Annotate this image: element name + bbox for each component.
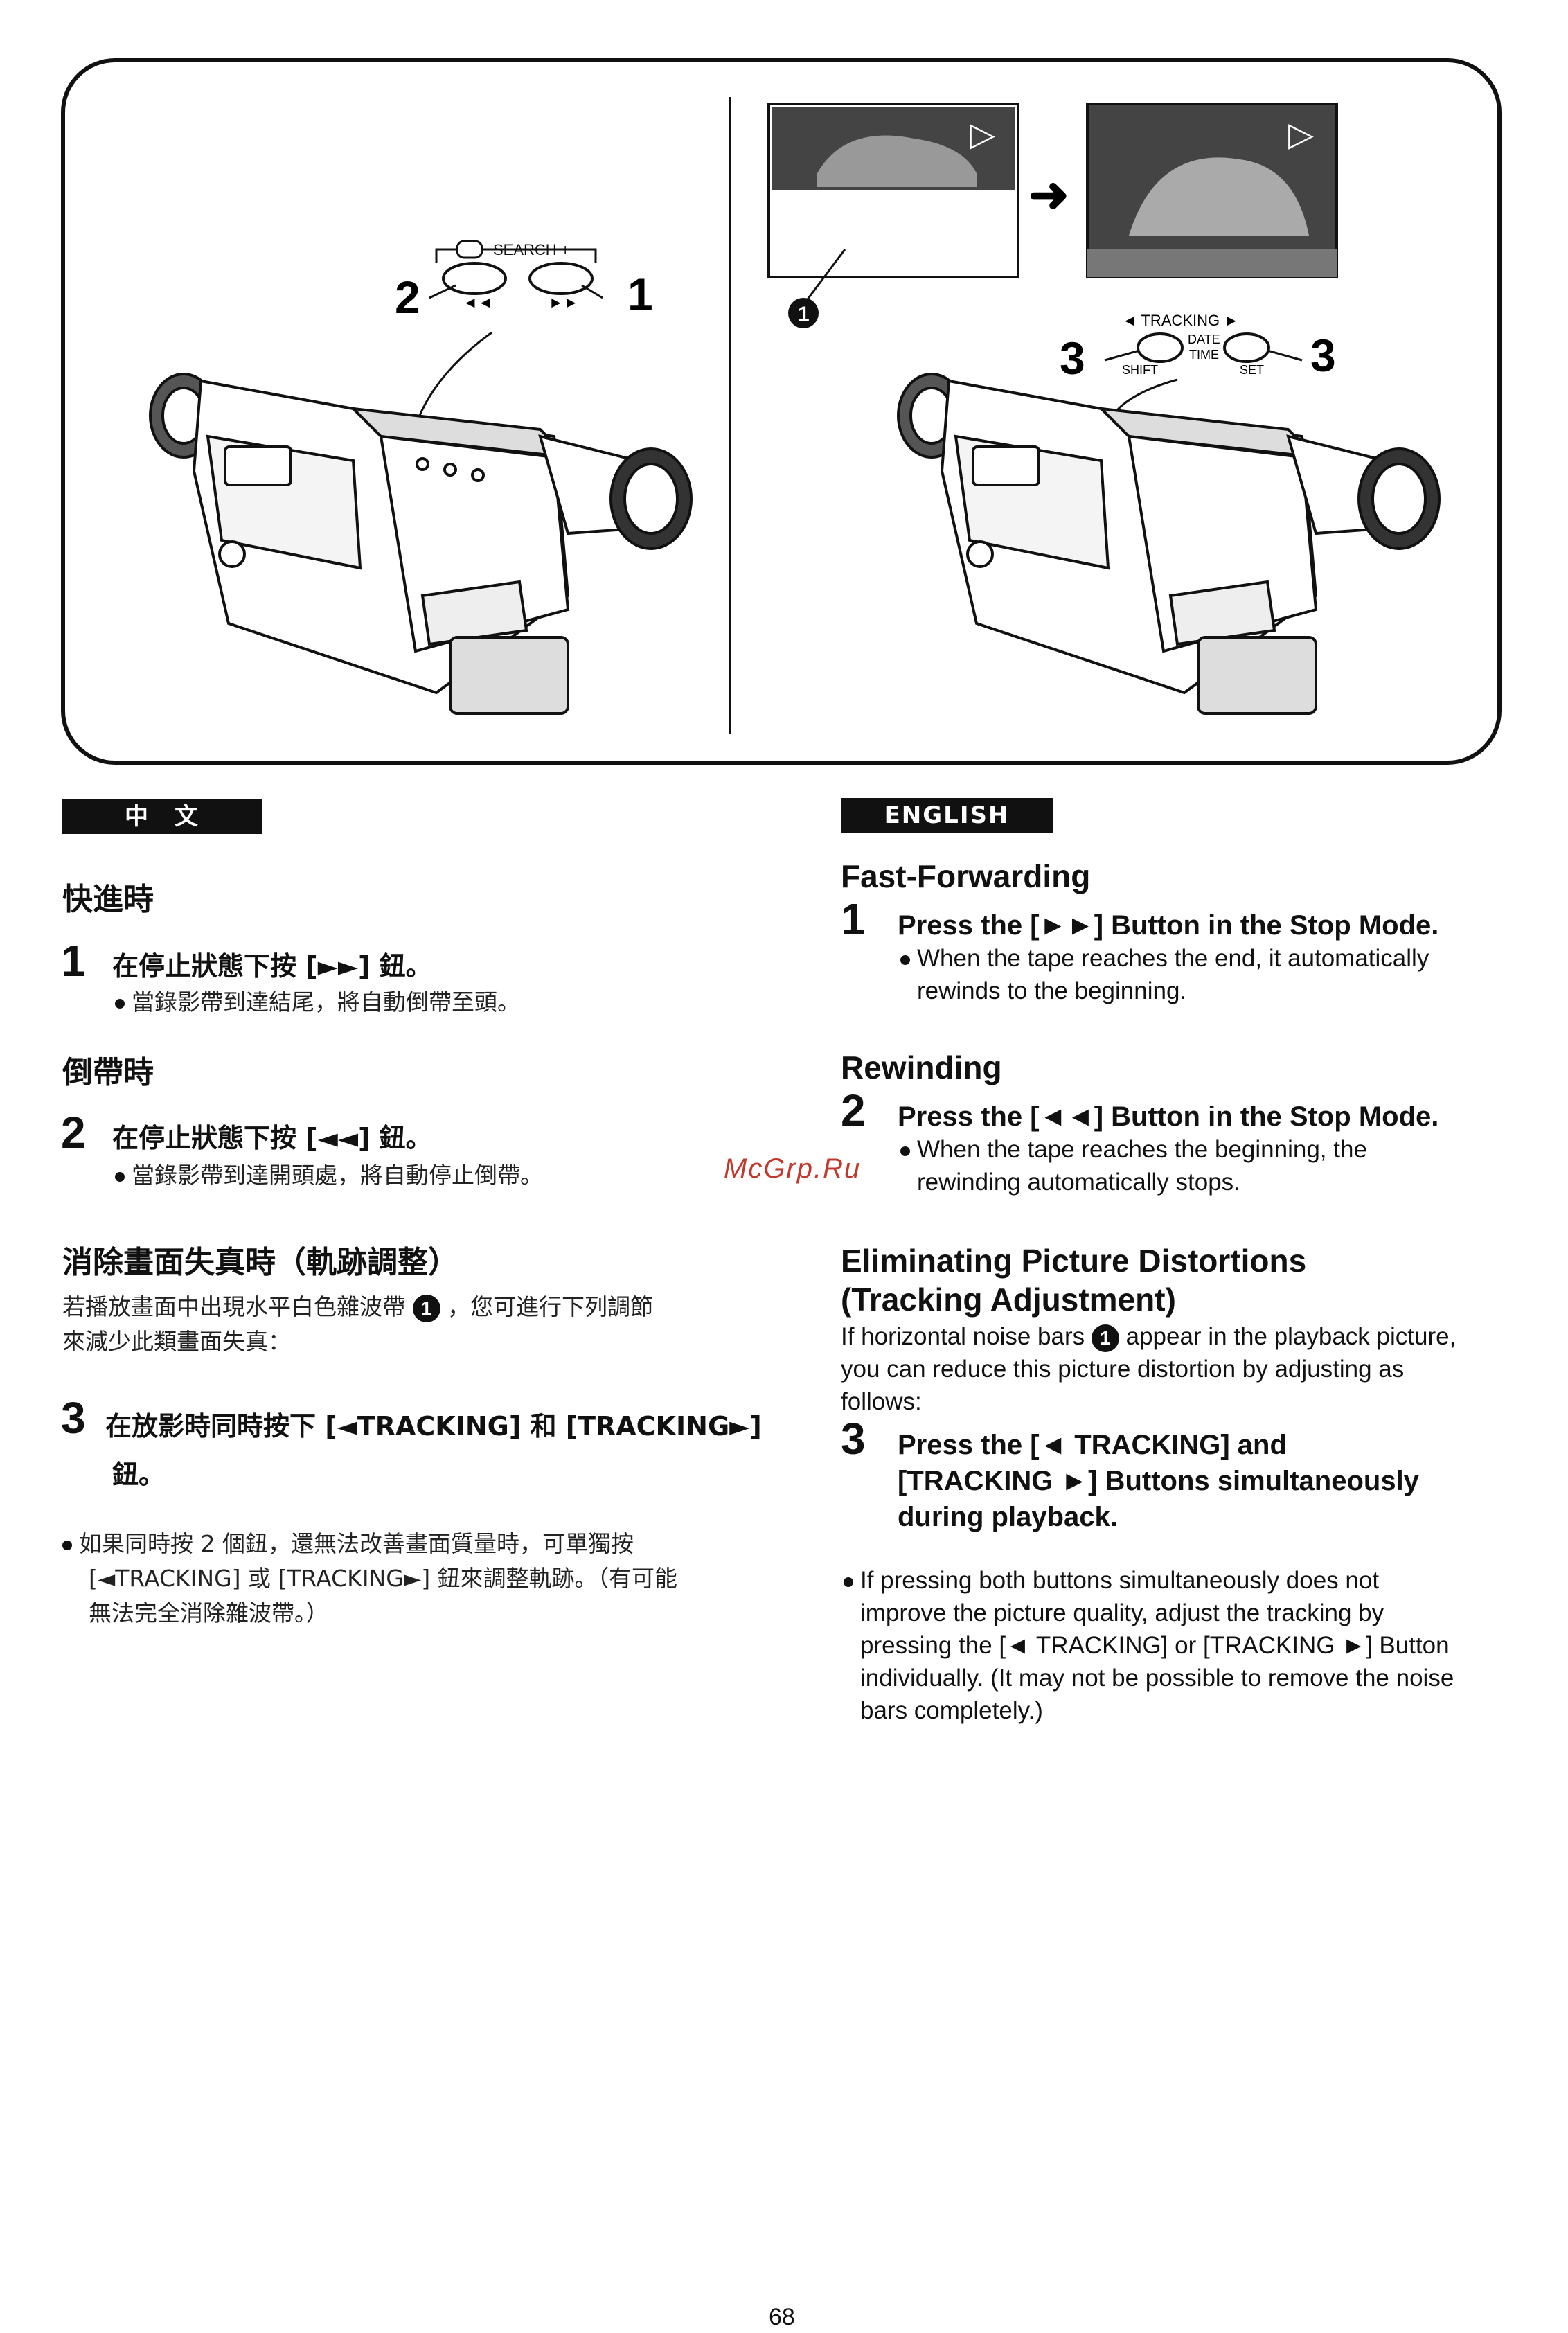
callout-1: 1 (627, 269, 653, 320)
camcorder-illustration-left: SEARCH + ◄◄ ►► 2 1 (149, 240, 693, 715)
zh-fast-forward-heading: 快進時 (62, 882, 154, 917)
bullet-icon (900, 1146, 910, 1156)
zh-step2-number: 2 (61, 1108, 86, 1157)
tracking-label: ◄ TRACKING ► (1122, 312, 1239, 329)
bullet-icon (844, 1577, 853, 1587)
tracking-button-group: ◄ TRACKING ► DATE TIME SHIFT SET 3 3 (1060, 312, 1336, 423)
en-step2-note: When the tape reaches the beginning, the… (900, 1133, 1367, 1198)
callout-3-left: 3 (1060, 332, 1085, 384)
camcorder-body (149, 373, 693, 715)
zh-step2-note: 當錄影帶到達開頭處，將自動停止倒帶。 (115, 1158, 543, 1193)
noise-marker-icon: 1 (412, 1294, 440, 1322)
search-label: SEARCH + (493, 241, 570, 258)
time-label: TIME (1189, 348, 1219, 362)
play-icon-corrected: ▷ (1288, 116, 1314, 153)
en-step3-text: Press the [◄ TRACKING] and [TRACKING ►] … (898, 1430, 1419, 1532)
callout-3-right: 3 (1310, 330, 1336, 381)
screen-comparison: ▷ 1 ➜ ▷ (767, 103, 1338, 328)
bullet-icon (115, 998, 125, 1009)
en-step1-text: Press the [►►] Button in the Stop Mode. (898, 910, 1439, 941)
illustration-divider (729, 97, 731, 734)
page-number: 68 (769, 2304, 795, 2330)
zh-step1-text: 在停止狀態下按 [►►] 鈕。 (112, 951, 432, 982)
shift-label: SHIFT (1122, 363, 1158, 377)
en-step3-number: 3 (841, 1414, 866, 1464)
en-step2-text: Press the [◄◄] Button in the Stop Mode. (898, 1101, 1439, 1132)
tracking-minus-button (1137, 332, 1184, 363)
en-rewind-heading: Rewinding (841, 1049, 1002, 1085)
noise-marker-number: 1 (798, 303, 810, 326)
play-icon-distorted: ▷ (970, 116, 995, 153)
zh-step2-text: 在停止狀態下按 [◄◄] 鈕。 (112, 1123, 432, 1153)
set-label: SET (1240, 363, 1264, 377)
zh-step3-text-line2: 鈕。 (112, 1460, 166, 1490)
tracking-plus-button (1223, 332, 1270, 363)
zh-tracking-note: 如果同時按 2 個鈕，還無法改善畫面質量時，可單獨按 [◄TRACKING] 或… (62, 1527, 677, 1631)
zh-step3-number: 3 (61, 1393, 86, 1443)
chinese-language-bar: 中 文 (62, 799, 262, 834)
bullet-icon (115, 1171, 125, 1182)
en-step1-number: 1 (841, 894, 866, 944)
en-step2-number: 2 (841, 1085, 866, 1135)
zh-step3-text-line1: 在放影時同時按下 [◄TRACKING] 和 [TRACKING►] (105, 1411, 762, 1442)
search-button-group: SEARCH + ◄◄ ►► 2 1 (395, 240, 653, 458)
corrected-screen: ▷ (1086, 103, 1338, 278)
zh-step1-note: 當錄影帶到達結尾，將自動倒帶至頭。 (115, 985, 520, 1020)
fast-forward-button (528, 262, 594, 295)
zh-rewind-heading: 倒帶時 (62, 1055, 154, 1090)
noise-marker-icon: 1 (1091, 1324, 1119, 1352)
en-tracking-note: If pressing both buttons simultaneously … (844, 1564, 1454, 1727)
search-minus-icon (456, 240, 483, 259)
watermark: McGrp.Ru (724, 1153, 862, 1184)
bullet-icon (62, 1540, 72, 1550)
distorted-screen: ▷ 1 (767, 103, 1019, 328)
bullet-icon (900, 955, 910, 965)
rewind-mark: ◄◄ (463, 294, 493, 311)
zh-step1-number: 1 (61, 936, 86, 986)
english-language-bar: ENGLISH (841, 798, 1053, 833)
en-tracking-heading: Eliminating Picture Distortions (Trackin… (841, 1243, 1307, 1318)
ff-mark: ►► (549, 294, 579, 311)
arrow-icon: ➜ (1028, 168, 1069, 222)
en-step1-note: When the tape reaches the end, it automa… (900, 942, 1429, 1007)
illustration-frame (61, 58, 1502, 765)
en-fast-forward-heading: Fast-Forwarding (841, 858, 1091, 894)
zh-tracking-intro: 若播放畫面中出現水平白色雜波帶 1 ，您可進行下列調節 來減少此類畫面失真： (62, 1293, 653, 1355)
zh-tracking-heading: 消除畫面失真時（軌跡調整） (62, 1245, 458, 1280)
callout-2: 2 (395, 272, 420, 323)
noise-marker-icon (788, 298, 819, 328)
camcorder-illustration-right: ◄ TRACKING ► DATE TIME SHIFT SET 3 3 (897, 312, 1441, 715)
date-label: DATE (1188, 332, 1220, 346)
rewind-button (442, 262, 507, 295)
en-tracking-intro: If horizontal noise bars 1 appear in the… (841, 1323, 1456, 1415)
camcorder-body-right (897, 373, 1441, 715)
